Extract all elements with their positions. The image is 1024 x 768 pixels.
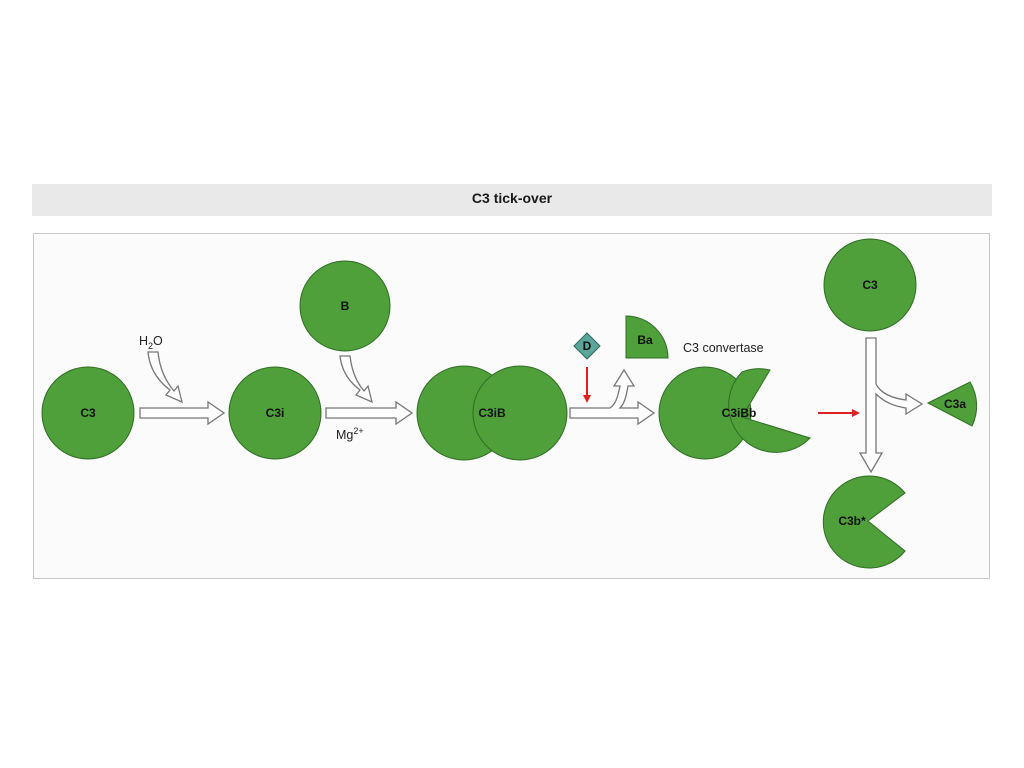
c3-substrate-molecule: C3 <box>823 238 917 332</box>
c3ibb-left-lobe <box>658 366 752 460</box>
c3-molecule-start: C3 <box>41 366 135 460</box>
arrow-c3ib-to-c3ibb <box>569 368 656 426</box>
water-label: H2O <box>139 334 163 351</box>
diagram-title: C3 tick-over <box>471 190 553 206</box>
c3b-shape <box>822 475 906 569</box>
c3i-molecule: C3i <box>228 366 322 460</box>
c3ibb-complex: C3iBb <box>658 366 811 460</box>
arrow-c3i-to-c3ib <box>325 400 414 426</box>
magnesium-label: Mg2+ <box>336 426 364 442</box>
c3i-label: C3i <box>266 406 285 420</box>
c3-convertase-label: C3 convertase <box>683 341 764 355</box>
c3ib-right-lobe <box>472 365 568 461</box>
arrow-h2o-in <box>147 351 183 404</box>
c3-substrate-label: C3 <box>862 278 878 292</box>
title-bar: C3 tick-over <box>32 184 992 216</box>
factor-b-molecule: B <box>299 260 391 352</box>
ba-shape <box>625 315 669 359</box>
c3ibb-label: C3iBb <box>722 406 757 420</box>
factor-d-shape <box>573 332 601 360</box>
arrow-c3-cleavage <box>858 337 924 474</box>
c3a-shape <box>926 381 978 427</box>
arrow-b-in <box>339 355 373 404</box>
factor-d-enzyme: D <box>573 332 601 360</box>
c3ib-label: C3iB <box>478 406 506 420</box>
ba-fragment: Ba <box>625 315 669 359</box>
c3ibb-right-lobe <box>728 368 811 453</box>
factor-d-label: D <box>583 339 592 353</box>
c3b-fragment: C3b* <box>822 475 906 569</box>
c3b-label: C3b* <box>838 514 866 528</box>
c3ib-complex: C3iB <box>416 365 568 461</box>
factor-b-label: B <box>341 299 350 313</box>
c3i-shape <box>228 366 322 460</box>
c3-start-shape <box>41 366 135 460</box>
factor-b-shape <box>299 260 391 352</box>
c3-substrate-shape <box>823 238 917 332</box>
c3a-label: C3a <box>944 397 966 411</box>
c3a-fragment: C3a <box>926 381 978 427</box>
ba-label: Ba <box>637 333 653 347</box>
arrow-c3-to-c3i <box>139 400 226 426</box>
c3-start-label: C3 <box>80 406 96 420</box>
